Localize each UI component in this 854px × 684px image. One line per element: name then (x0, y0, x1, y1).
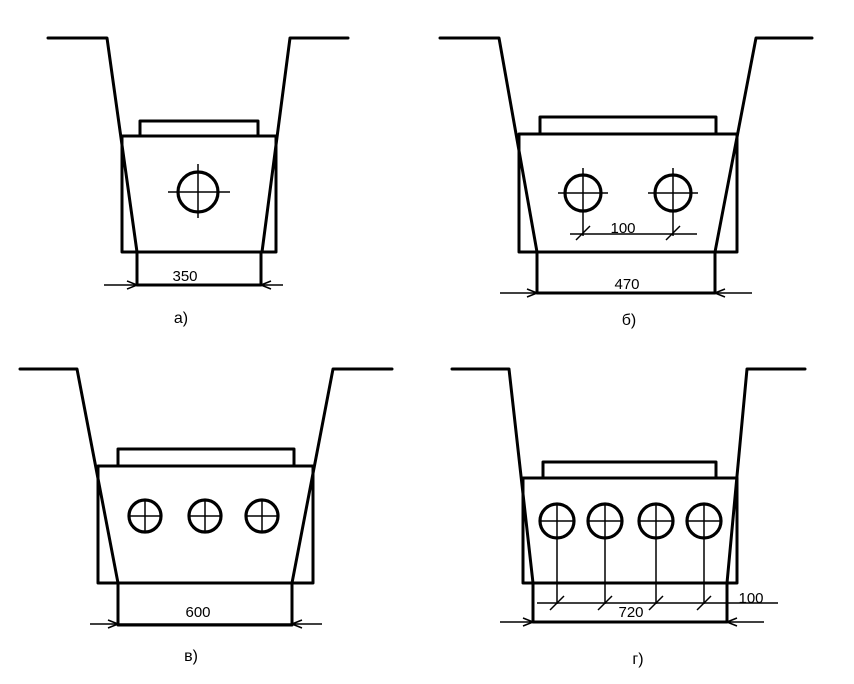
dimension-label: 600 (185, 604, 210, 621)
panel-b: 100 470 б) (438, 36, 814, 329)
panel-caption: б) (622, 312, 637, 329)
panel-caption: г) (632, 651, 643, 668)
cover-slab (541, 460, 718, 480)
pipe (187, 498, 223, 534)
trench-outline (438, 36, 814, 254)
dimension-label: 350 (172, 268, 197, 285)
panel-c: 600 в) (18, 367, 394, 665)
base-slab (116, 581, 294, 627)
pipe (586, 502, 624, 604)
pipe (244, 498, 280, 534)
pipe (127, 498, 163, 534)
trench-outline (46, 36, 350, 254)
dimension-line (90, 619, 322, 629)
pipe (168, 164, 230, 218)
dimension-line (500, 617, 764, 627)
spacing-label: 100 (738, 590, 763, 607)
panel-caption: а) (174, 310, 188, 327)
pipe (637, 502, 675, 604)
pipe (685, 502, 723, 604)
dimension-line (104, 280, 283, 290)
pipe (558, 168, 608, 236)
pipe (648, 168, 698, 236)
cover-slab (538, 115, 718, 136)
spacing-label: 100 (610, 220, 635, 237)
panel-caption: в) (184, 648, 198, 665)
trench-outline (450, 367, 807, 585)
base-slab (135, 250, 263, 287)
dimension-line (500, 288, 752, 298)
dimension-label: 470 (614, 276, 639, 293)
spacing-dimension-line (537, 595, 778, 611)
spacing-dimension-line (570, 225, 697, 241)
panel-d: 100 720 г) (450, 367, 807, 668)
cover-slab (138, 119, 260, 138)
dimension-label: 720 (618, 604, 643, 621)
pipe (538, 502, 576, 604)
panel-a: 350 а) (46, 36, 350, 327)
trench-outline (18, 367, 394, 585)
cover-slab (116, 447, 296, 468)
